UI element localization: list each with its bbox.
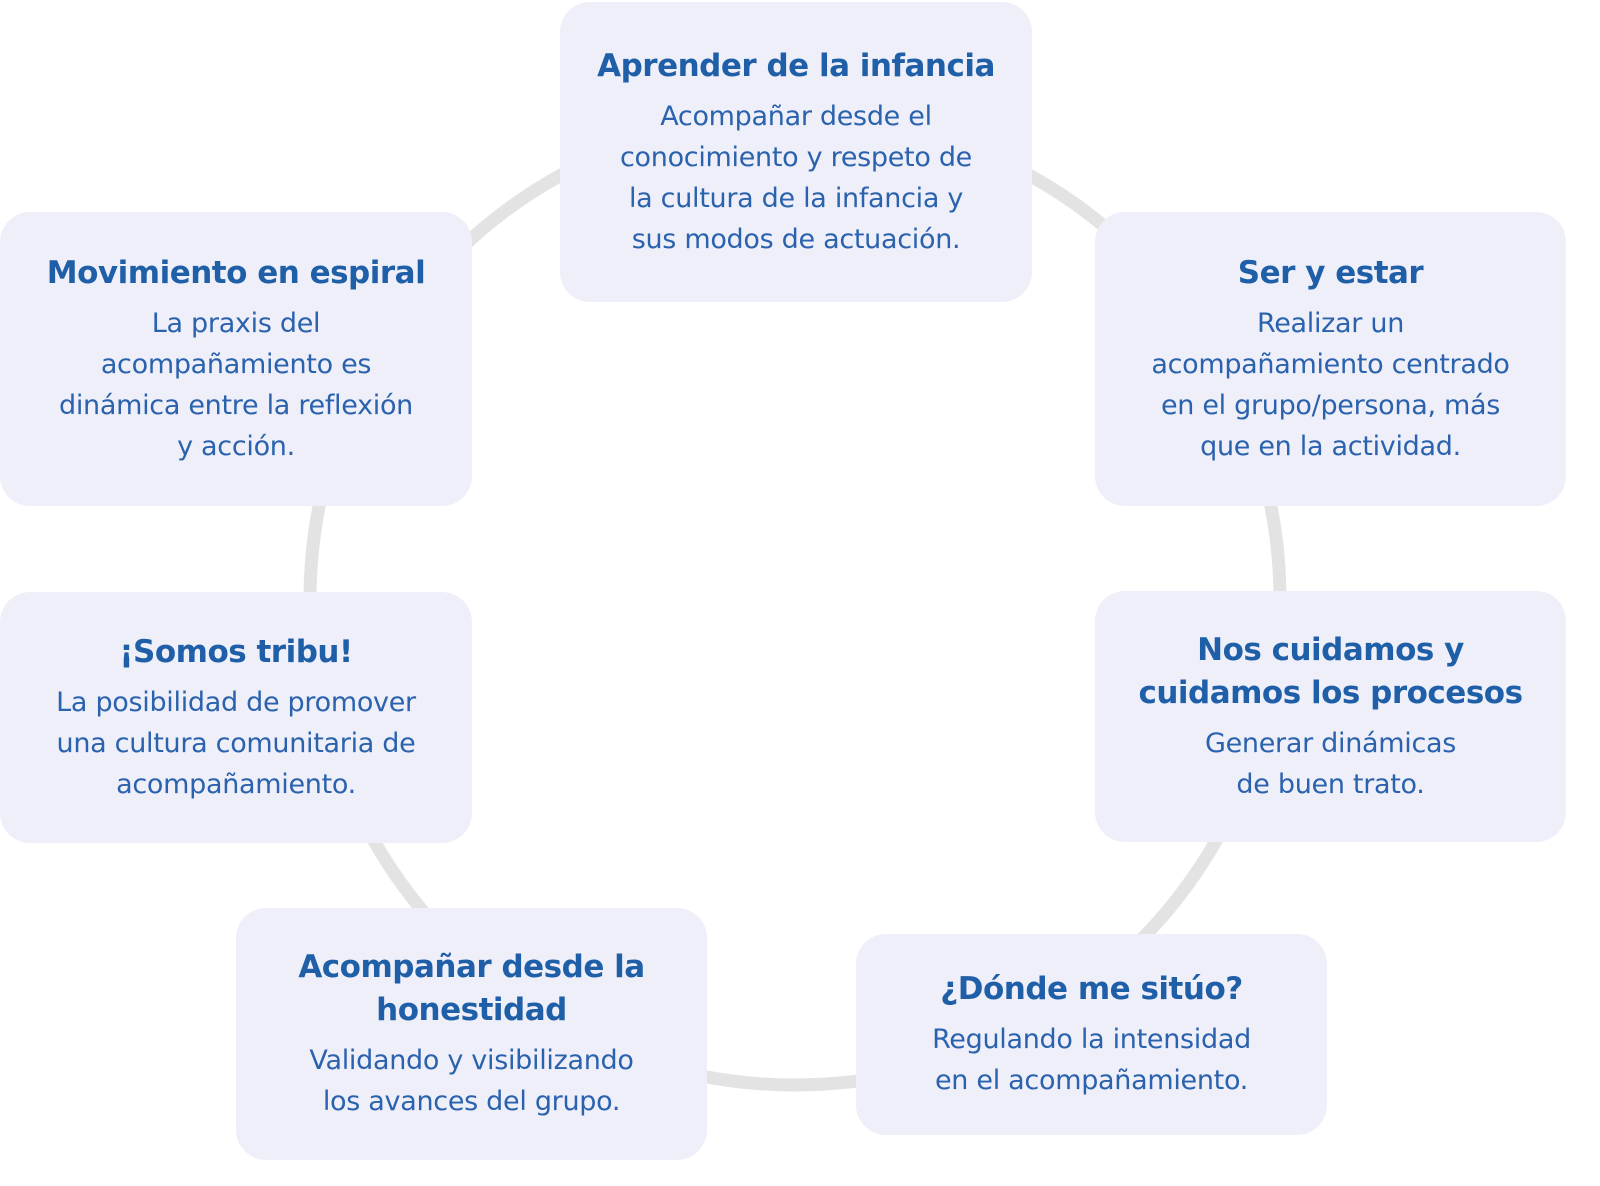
card-acompanar-honestidad: Acompañar desde la honestidad Validando … [236,908,707,1160]
card-title: ¿Dónde me sitúo? [940,971,1243,1007]
card-body: Generar dinámicas de buen trato. [1204,727,1457,800]
card-movimiento-en-espiral: Movimiento en espiral La praxis del acom… [0,212,472,506]
card-ser-y-estar: Ser y estar Realizar un acompañamiento c… [1095,212,1566,506]
card-nos-cuidamos: Nos cuidamos y cuidamos los procesos Gen… [1095,591,1566,842]
card-somos-tribu: ¡Somos tribu! La posibilidad de promover… [0,592,472,843]
card-title: Movimiento en espiral [46,254,426,291]
card-body: La praxis del acompañamiento es dinámica… [59,307,413,462]
card-body: Validando y visibilizando los avances de… [309,1045,634,1117]
card-title: Nos cuidamos y cuidamos los procesos [1138,631,1523,711]
card-aprender-de-la-infancia: Aprender de la infancia Acompañar desde … [560,2,1032,302]
card-title: ¡Somos tribu! [119,633,353,670]
card-body: Realizar un acompañamiento centrado en e… [1151,307,1510,462]
card-body: Regulando la intensidad en el acompañami… [932,1024,1251,1096]
card-body: La posibilidad de promover una cultura c… [56,686,416,800]
card-body: Acompañar desde el conocimiento y respet… [620,100,972,255]
card-title: Ser y estar [1237,254,1424,291]
card-title: Acompañar desde la honestidad [298,949,645,1028]
card-donde-me-situo: ¿Dónde me sitúo? Regulando la intensidad… [856,934,1327,1135]
card-title: Aprender de la infancia [597,47,995,84]
